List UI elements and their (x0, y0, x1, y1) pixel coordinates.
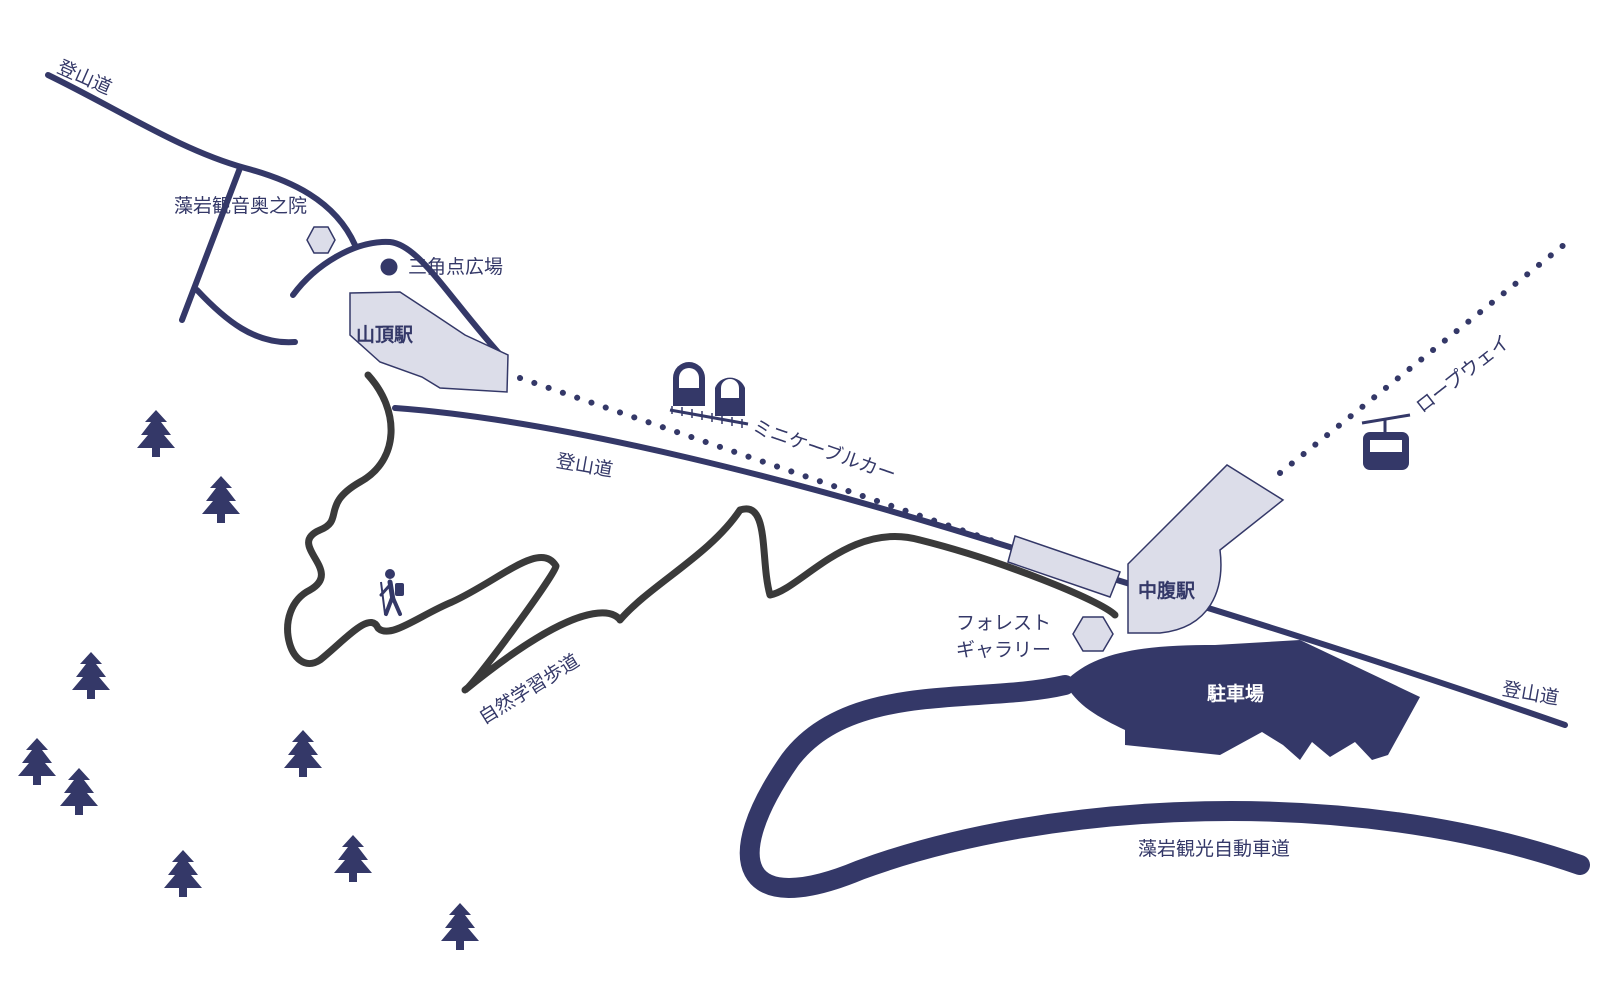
tree-icon (72, 652, 110, 699)
cable-car-line (517, 375, 1008, 548)
cable-car-icon (669, 362, 749, 428)
trail-nw (45, 72, 358, 248)
nature-trail (284, 371, 1119, 694)
tree-group (18, 410, 479, 950)
hexagon-icon (1072, 616, 1114, 652)
label-middle-station: 中腹駅 (1138, 580, 1196, 602)
tree-icon (60, 768, 98, 815)
tree-icon (18, 738, 56, 785)
gondola-icon (1361, 413, 1411, 470)
tree-icon (164, 850, 202, 897)
middle-station-connector (1007, 535, 1121, 598)
parking-lot (1065, 640, 1420, 760)
tree-icon (284, 730, 322, 777)
ropeway-line (1277, 237, 1573, 476)
label-triangulation-plaza: 三角点広場 (408, 256, 504, 278)
label-forest-gallery: フォレスト ギャラリー (956, 612, 1052, 661)
hiker-icon (379, 569, 404, 616)
label-okunoin: 藻岩観音奥之院 (174, 195, 308, 217)
tree-icon (441, 903, 479, 950)
tree-icon (334, 835, 372, 882)
label-parking: 駐車場 (1207, 683, 1265, 705)
label-scenic-drive: 藻岩観光自動車道 (1138, 838, 1291, 860)
dot-icon (380, 258, 398, 276)
middle-station-building (1127, 464, 1285, 634)
trail-nw-loop (194, 287, 298, 346)
label-summit-station: 山頂駅 (356, 324, 414, 346)
tree-icon (137, 410, 175, 457)
tree-icon (202, 476, 240, 523)
summit-station-building (349, 291, 509, 393)
trail-nw-branch (179, 165, 243, 323)
scenic-drive-road (739, 675, 1590, 898)
hexagon-icon (306, 226, 336, 254)
trail-summit-arc (290, 238, 508, 363)
